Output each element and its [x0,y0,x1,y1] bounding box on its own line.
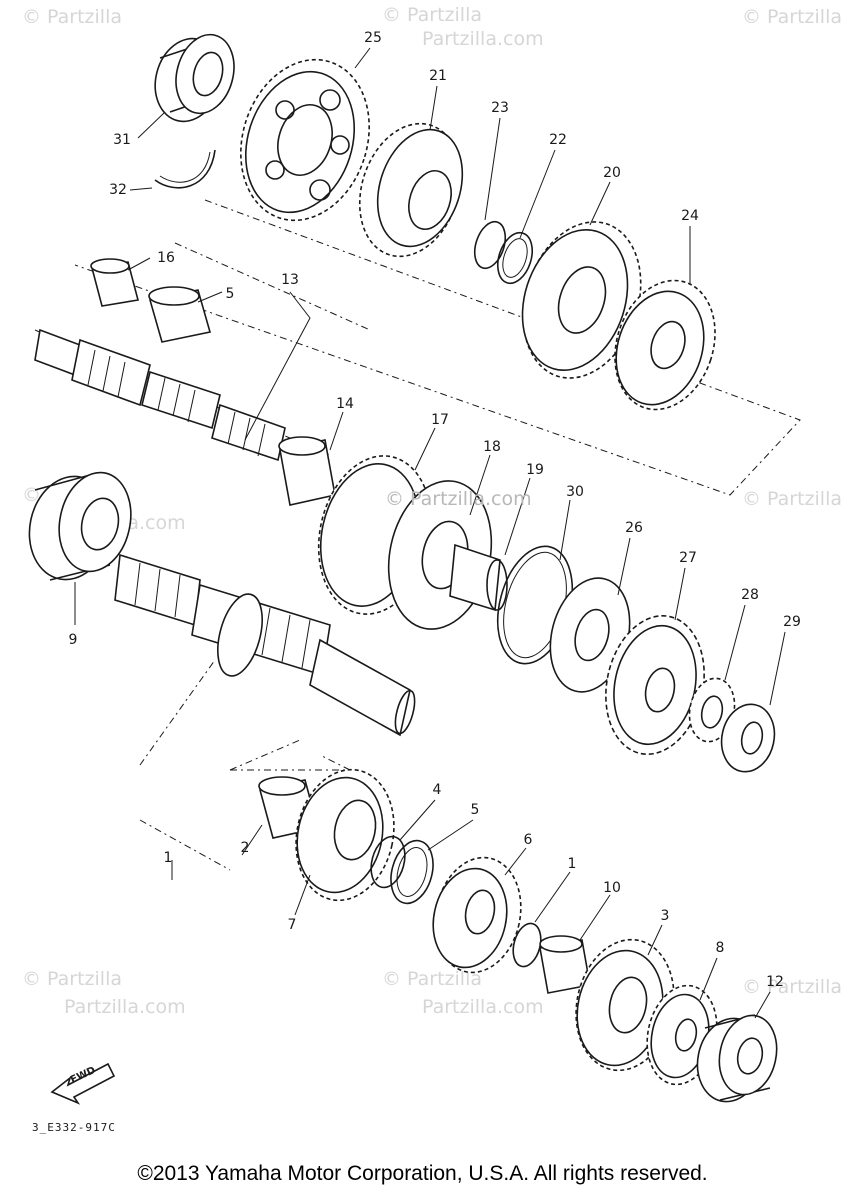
callout-10: 10 [603,880,621,896]
bushing-16[interactable] [90,258,139,307]
callout-23: 23 [491,100,509,116]
callout-28: 28 [741,587,759,603]
washer-22[interactable] [492,228,539,287]
callout-13: 13 [281,272,299,288]
callout-31: 31 [113,132,131,148]
fwd-arrow-icon [50,1062,116,1105]
callout-18: 18 [483,439,501,455]
callout-7: 7 [287,917,297,933]
gear-6[interactable] [424,850,531,981]
nut-29[interactable] [715,699,780,776]
washer-4[interactable] [366,833,410,892]
washer-5-lower[interactable] [384,836,439,908]
callout-20: 20 [603,165,621,181]
callout-17: 17 [431,412,449,428]
callout-5-lower: 5 [470,802,480,818]
gear-24[interactable] [599,267,731,422]
callout-30: 30 [566,484,584,500]
gear-3[interactable] [564,930,685,1079]
callout-6: 6 [523,832,533,848]
bearing-12[interactable] [690,1010,784,1108]
gear-7[interactable] [284,760,405,909]
callout-21: 21 [429,68,447,84]
callout-16: 16 [157,250,175,266]
callout-25: 25 [364,30,382,46]
drive-axle-1[interactable] [114,553,418,737]
gear-25[interactable] [221,43,390,237]
callout-26: 26 [625,520,643,536]
leader-lines [74,47,786,1019]
bearing-9[interactable] [20,466,140,587]
callout-4: 4 [432,782,442,798]
bushing-5-upper[interactable] [148,286,212,343]
collar-10[interactable] [539,935,591,994]
callout-9: 9 [68,632,78,648]
collar-19[interactable] [449,543,508,612]
callout-27: 27 [679,550,697,566]
callout-8: 8 [715,940,725,956]
gear-20[interactable] [504,207,660,394]
callout-3: 3 [660,908,670,924]
callout-32: 32 [109,182,127,198]
circlip-23[interactable] [469,218,510,272]
callout-2: 2 [240,840,250,856]
callout-24: 24 [681,208,699,224]
callout-1-lower: 1 [163,850,173,866]
main-axle-13[interactable] [34,328,286,462]
circlip-32[interactable] [154,149,216,189]
bearing-31[interactable] [146,28,242,129]
callout-5-upper: 5 [225,286,235,302]
callout-1-circlip: 1 [567,856,577,872]
callout-12: 12 [766,974,784,990]
copyright-notice: ©2013 Yamaha Motor Corporation, U.S.A. A… [137,1162,708,1185]
diagram-code: 3_E332-917C [32,1121,116,1134]
callout-19: 19 [526,462,544,478]
bushing-14[interactable] [278,436,336,506]
callout-22: 22 [549,132,567,148]
gear-21[interactable] [343,110,476,269]
callout-29: 29 [783,614,801,630]
callout-14: 14 [336,396,354,412]
